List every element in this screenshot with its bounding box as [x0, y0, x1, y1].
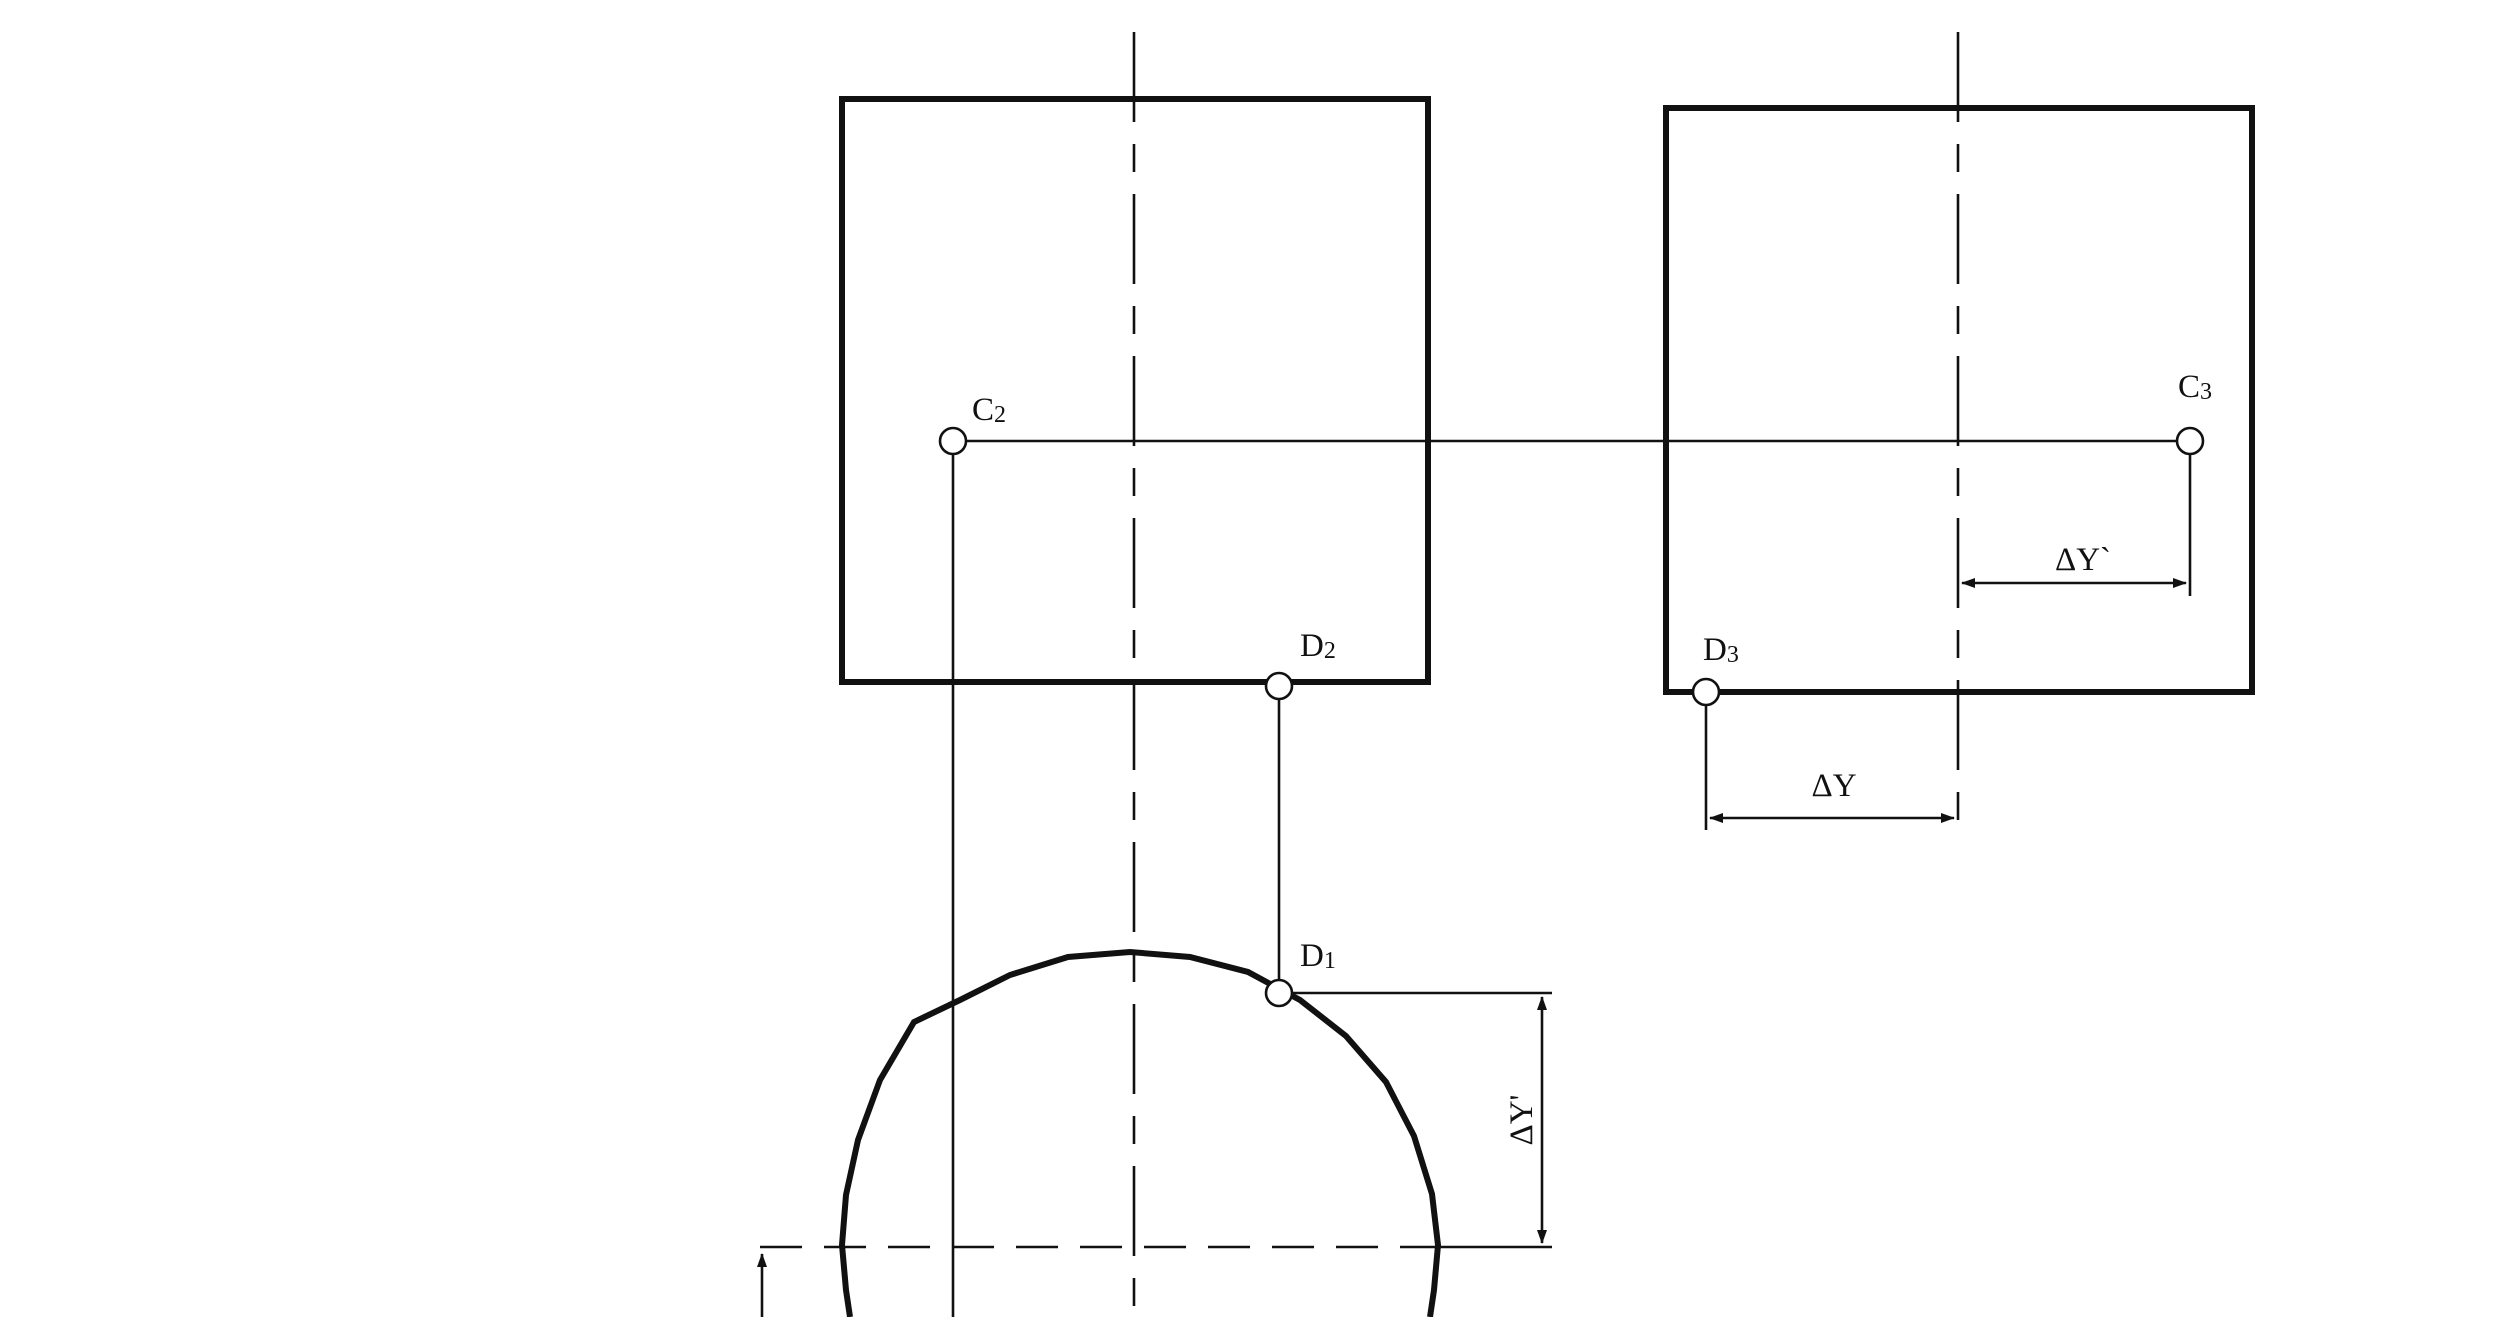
label-d1: D1	[1300, 938, 1336, 974]
dimension-label-delta-y-prime-vertical: ΔY'	[1504, 1095, 1540, 1146]
point-c3	[2175, 426, 2205, 456]
label-c2: C2	[972, 392, 1006, 428]
dimension-label-delta-y-prime-horizontal: ΔY`	[2055, 542, 2111, 578]
dimension-label-delta-y: ΔY	[1811, 768, 1856, 804]
top-view-circle	[838, 948, 1442, 1317]
label-d3: D3	[1703, 632, 1739, 668]
label-c3: C3	[2178, 369, 2212, 405]
point-d1	[1264, 978, 1294, 1008]
label-d2: D2	[1300, 628, 1336, 664]
point-d2	[1264, 671, 1294, 701]
point-c2	[938, 426, 968, 456]
point-d3	[1691, 677, 1721, 707]
